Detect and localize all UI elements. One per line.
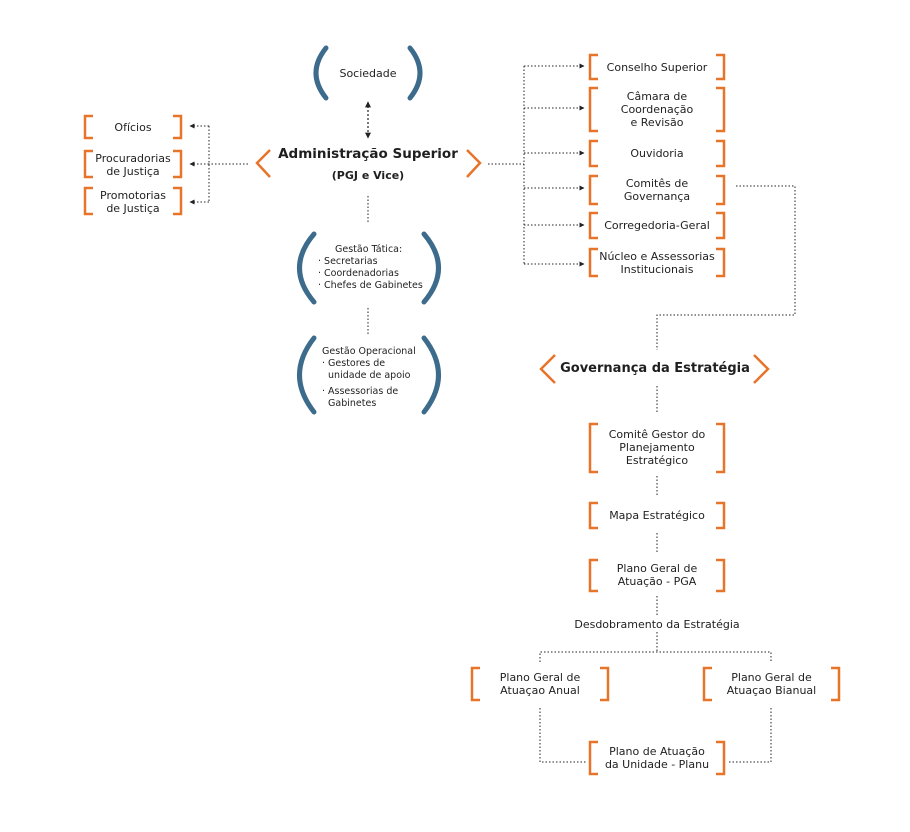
governance-brackets (470, 422, 841, 776)
governance-chevrons (539, 354, 770, 384)
operational-title: Gestão Operacional (322, 346, 416, 357)
governance-title: Governança da Estratégia (560, 361, 750, 376)
society-brackets (313, 45, 423, 101)
tactical-title: Gestão Tática: (335, 244, 403, 255)
desdobramento-label: Desdobramento da Estratégia (557, 618, 757, 631)
operational-item-assessorias: · Assessorias de Gabinetes (322, 386, 399, 409)
operational-item-gestores: · Gestores de unidade de apoio (322, 358, 411, 381)
planu-label: Plano de Atuação da Unidade - Planu (604, 745, 710, 771)
admin-subtitle: (PGJ e Vice) (331, 169, 405, 182)
tactical-item-secretarias: · Secretarias (318, 256, 378, 267)
tactical-brackets (297, 231, 441, 415)
nucleo-label: Núcleo e Assessorias Institucionais (599, 250, 715, 276)
promotorias-label: Promotorias de Justiça (100, 189, 166, 215)
governance-chain (539, 386, 772, 763)
conselho-label: Conselho Superior (606, 61, 708, 74)
corregedoria-label: Corregedoria-Geral (604, 219, 710, 232)
society-label: Sociedade (339, 67, 397, 80)
pga-label: Plano Geral de Atuação - PGA (616, 562, 698, 588)
ouvidoria-label: Ouvidoria (630, 147, 684, 160)
oficios-label: Ofícios (114, 121, 152, 134)
comite-gestor-label: Comitê Gestor do Planejamento Estratégic… (608, 428, 706, 467)
bianual-label: Plano Geral de Atuaçao Bianual (726, 671, 817, 697)
tactical-item-coordenadorias: · Coordenadorias (318, 268, 399, 279)
admin-title: Administração Superior (278, 146, 458, 162)
procuradorias-label: Procuradorias de Justiça (95, 152, 171, 178)
tactical-item-chefes: · Chefes de Gabinetes (318, 280, 423, 291)
admin-chevrons (255, 149, 482, 178)
comites-label: Comitês de Governança (623, 177, 691, 203)
camara-label: Câmara de Coordenação e Revisão (620, 90, 694, 129)
left-connectors (189, 123, 248, 205)
left-brackets (83, 114, 183, 216)
right-brackets (588, 53, 726, 278)
governance-link (656, 185, 796, 350)
right-connectors (488, 63, 585, 267)
anual-label: Plano Geral de Atuaçao Anual (499, 671, 581, 697)
mapa-label: Mapa Estratégico (609, 509, 705, 522)
